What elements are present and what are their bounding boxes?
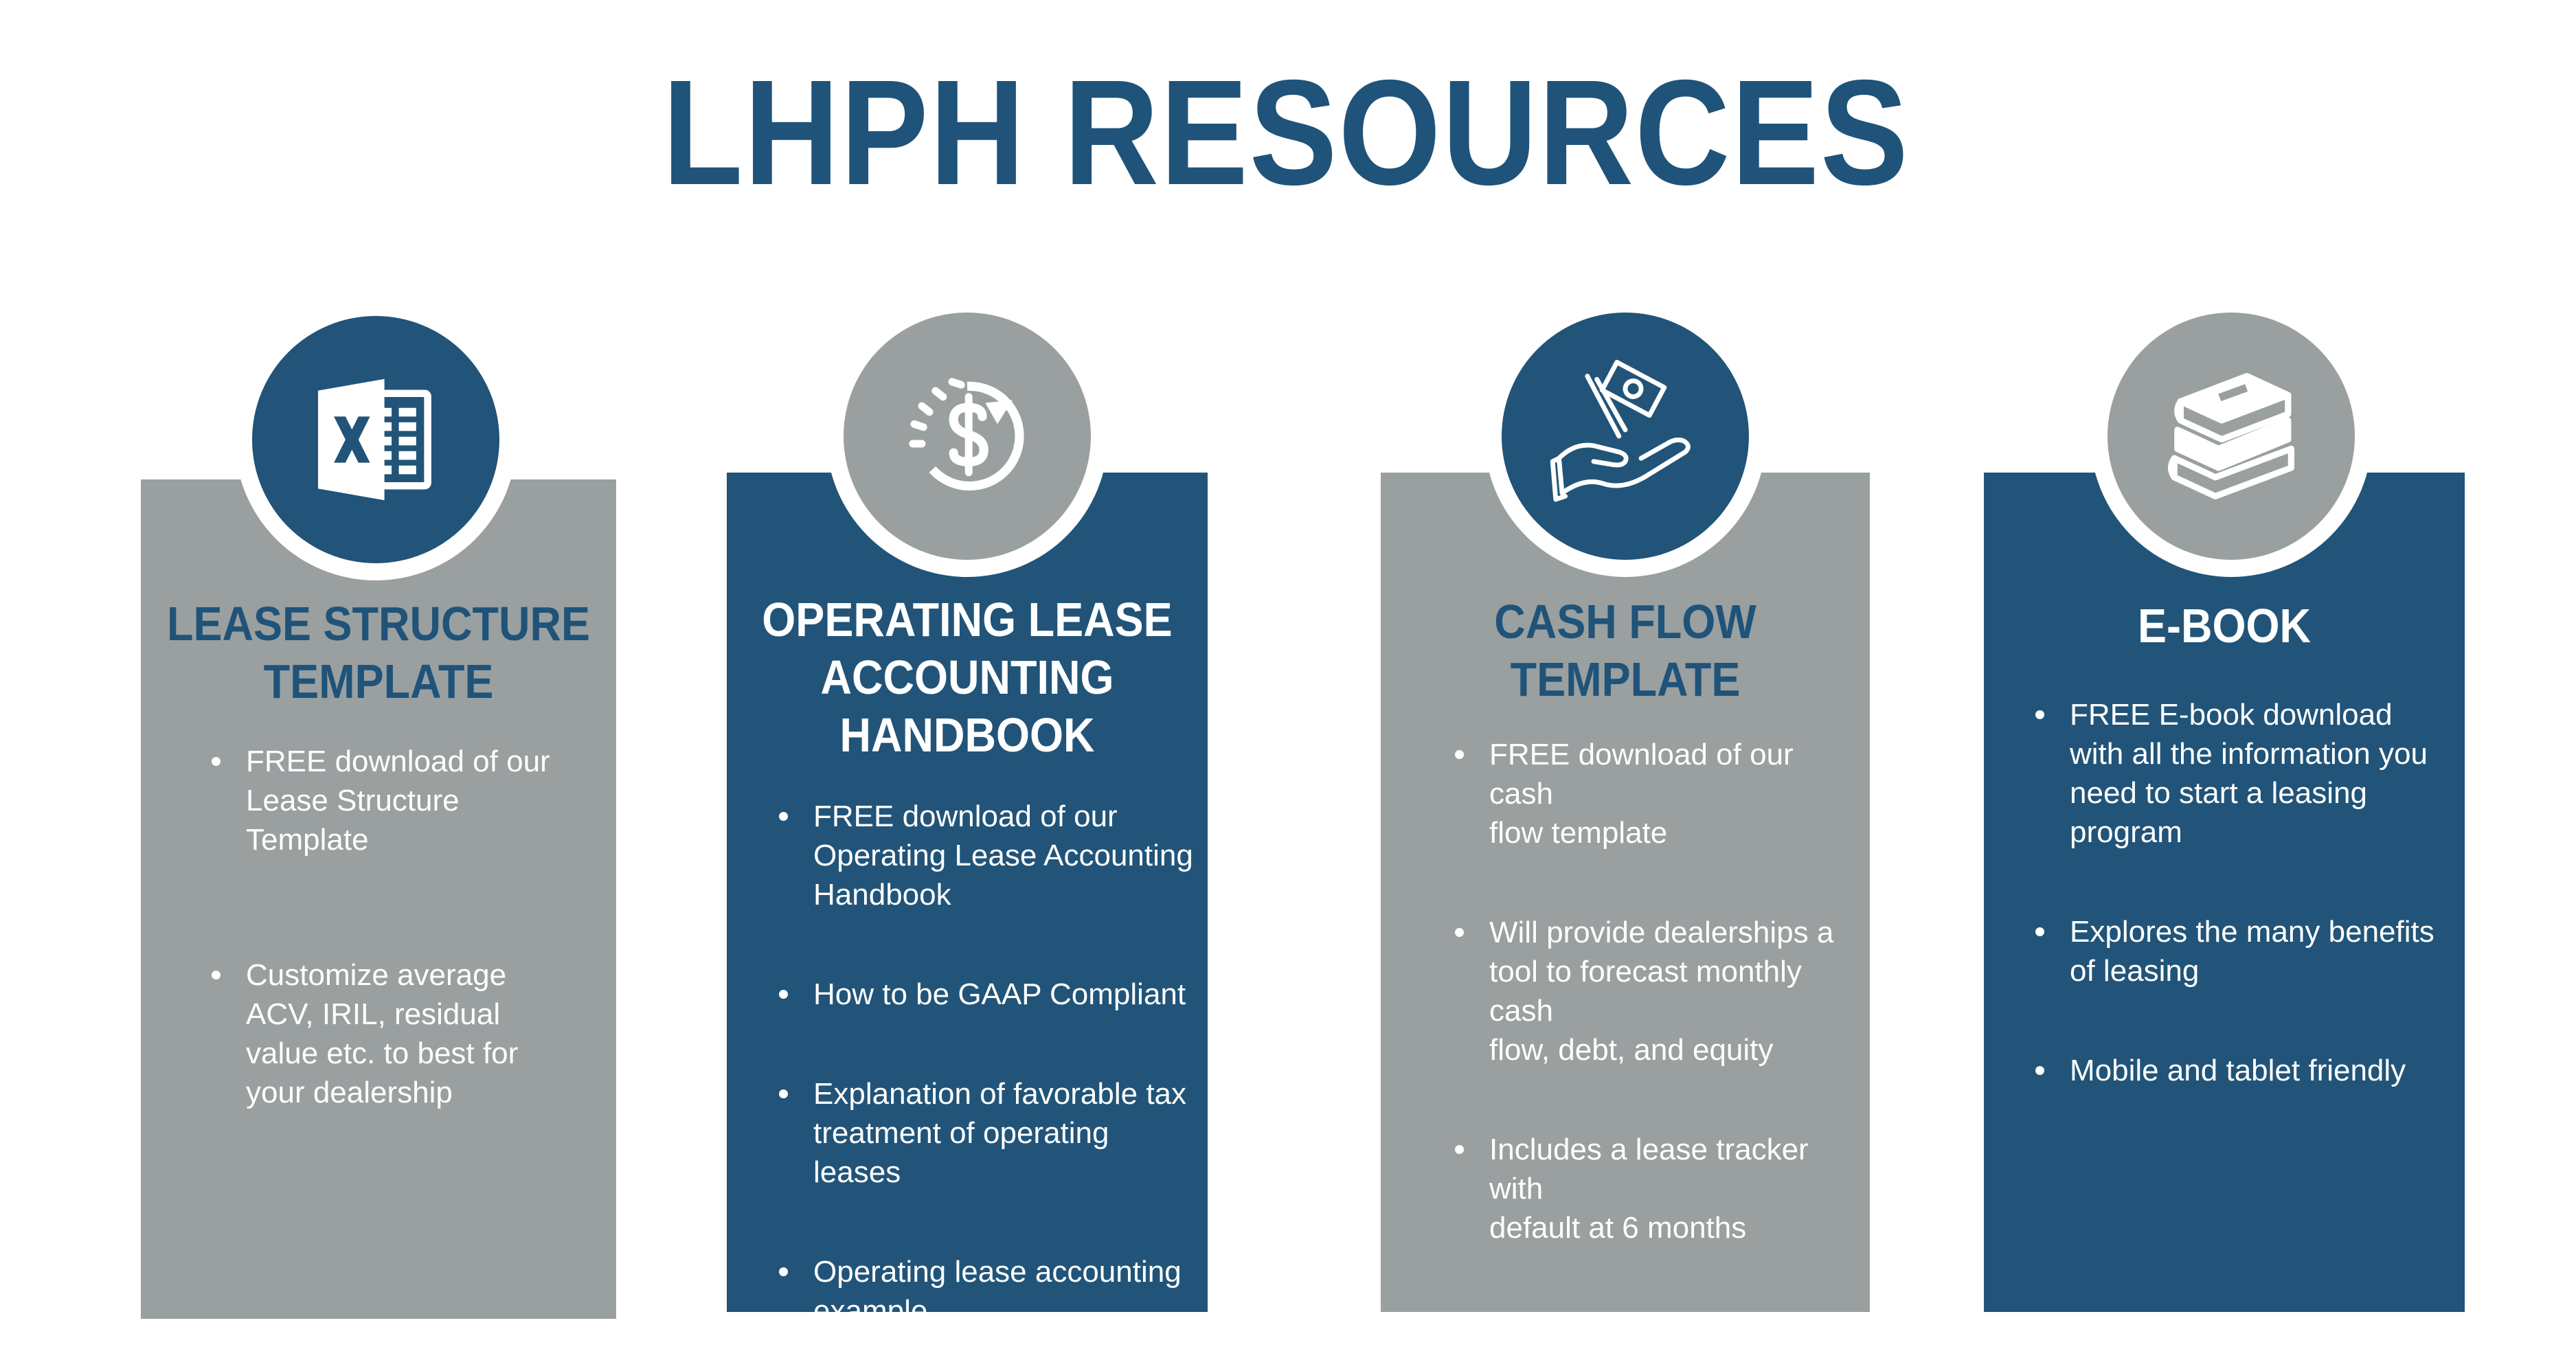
card-title-line: OPERATING LEASE: [762, 593, 1173, 646]
feature-text: your dealership: [246, 1076, 453, 1109]
feature-item: FREE download of our Lease Structure Tem…: [206, 742, 591, 859]
card-title: LEASE STRUCTURE TEMPLATE: [165, 595, 593, 710]
feature-item: FREE E-book download with all the inform…: [2030, 695, 2456, 852]
feature-item: Explanation of favorable tax treatment o…: [773, 1074, 1199, 1192]
feature-text: ACV, IRIL, residual: [246, 997, 501, 1031]
feature-text: of leasing: [2070, 954, 2200, 988]
feature-text: Includes a lease tracker with: [1489, 1133, 1809, 1205]
dollar-cycle-icon: [844, 313, 1091, 560]
feature-item: Explores the many benefits of leasing: [2030, 912, 2456, 991]
card-title: OPERATING LEASE ACCOUNTING HANDBOOK: [751, 591, 1184, 764]
card-cash-flow-template[interactable]: CASH FLOW TEMPLATE FREE download of our …: [1381, 473, 1870, 1344]
card-e-book[interactable]: E-BOOK FREE E-book download with all the…: [1984, 473, 2465, 1312]
feature-text: Explores the many benefits: [2070, 915, 2434, 949]
feature-text: Operating lease accounting: [813, 1255, 1182, 1289]
feature-item: Operating lease accounting example: [773, 1252, 1199, 1331]
feature-text: need to start a leasing: [2070, 776, 2367, 810]
feature-text: Mobile and tablet friendly: [2070, 1054, 2406, 1087]
feature-text: example: [813, 1294, 928, 1328]
feature-text: tool to forecast monthly cash: [1489, 955, 1802, 1028]
feature-text: Customizable inputs: [1489, 1311, 1762, 1344]
card-title-line: HANDBOOK: [839, 708, 1095, 762]
feature-item: FREE download of our cash flow template: [1449, 735, 1862, 852]
feature-text: Lease Structure: [246, 784, 460, 817]
feature-list: FREE download of our cash flow template …: [1449, 735, 1862, 1347]
card-title-line: ACCOUNTING: [820, 650, 1114, 704]
feature-item: Customizable inputs: [1449, 1308, 1862, 1347]
card-lease-structure-template[interactable]: LEASE STRUCTURE TEMPLATE FREE download o…: [141, 479, 616, 1319]
feature-item: Customize average ACV, IRIL, residual va…: [206, 955, 591, 1112]
card-operating-lease-handbook[interactable]: OPERATING LEASE ACCOUNTING HANDBOOK FREE…: [727, 473, 1208, 1328]
feature-text: FREE download of our: [246, 745, 550, 778]
feature-item: How to be GAAP Compliant: [773, 975, 1199, 1014]
page-title: LHPH RESOURCES: [662, 49, 1910, 216]
feature-item: Includes a lease tracker with default at…: [1449, 1130, 1862, 1247]
feature-text: treatment of operating leases: [813, 1116, 1109, 1189]
badge-ring: [1484, 295, 1766, 577]
feature-text: flow template: [1489, 816, 1668, 850]
money-hand-icon: [1502, 313, 1749, 560]
card-title-line: TEMPLATE: [1510, 653, 1741, 706]
feature-list: FREE E-book download with all the inform…: [2030, 695, 2456, 1090]
feature-text: Template: [246, 823, 369, 857]
feature-item: FREE download of our Operating Lease Acc…: [773, 797, 1199, 914]
feature-text: FREE download of our: [813, 800, 1118, 833]
card-title: E-BOOK: [2008, 597, 2441, 655]
feature-text: program: [2070, 815, 2182, 849]
feature-text: with all the information you: [2070, 737, 2428, 771]
badge-ring: [235, 299, 517, 580]
card-title-line: E-BOOK: [2138, 599, 2311, 653]
feature-list: FREE download of our Operating Lease Acc…: [773, 797, 1199, 1331]
excel-icon: [252, 316, 499, 563]
card-title-line: TEMPLATE: [263, 655, 494, 708]
feature-text: Customize average: [246, 958, 507, 992]
card-title-line: CASH FLOW: [1494, 595, 1756, 648]
feature-text: FREE E-book download: [2070, 698, 2393, 732]
badge-ring: [2090, 295, 2372, 577]
feature-text: FREE download of our cash: [1489, 738, 1794, 811]
feature-item: Mobile and tablet friendly: [2030, 1051, 2456, 1090]
feature-list: FREE download of our Lease Structure Tem…: [206, 742, 591, 1112]
feature-text: value etc. to best for: [246, 1037, 519, 1070]
badge-ring: [826, 295, 1108, 577]
feature-item: Will provide dealerships a tool to forec…: [1449, 913, 1862, 1069]
card-title-line: LEASE STRUCTURE: [166, 597, 591, 650]
feature-text: default at 6 months: [1489, 1211, 1747, 1245]
feature-text: Explanation of favorable tax: [813, 1077, 1187, 1111]
feature-text: Operating Lease Accounting: [813, 839, 1193, 872]
books-icon: [2108, 313, 2355, 560]
feature-text: Will provide dealerships a: [1489, 916, 1834, 949]
card-title: CASH FLOW TEMPLATE: [1405, 593, 1846, 708]
feature-text: How to be GAAP Compliant: [813, 977, 1186, 1011]
feature-text: flow, debt, and equity: [1489, 1033, 1774, 1067]
feature-text: Handbook: [813, 878, 951, 912]
